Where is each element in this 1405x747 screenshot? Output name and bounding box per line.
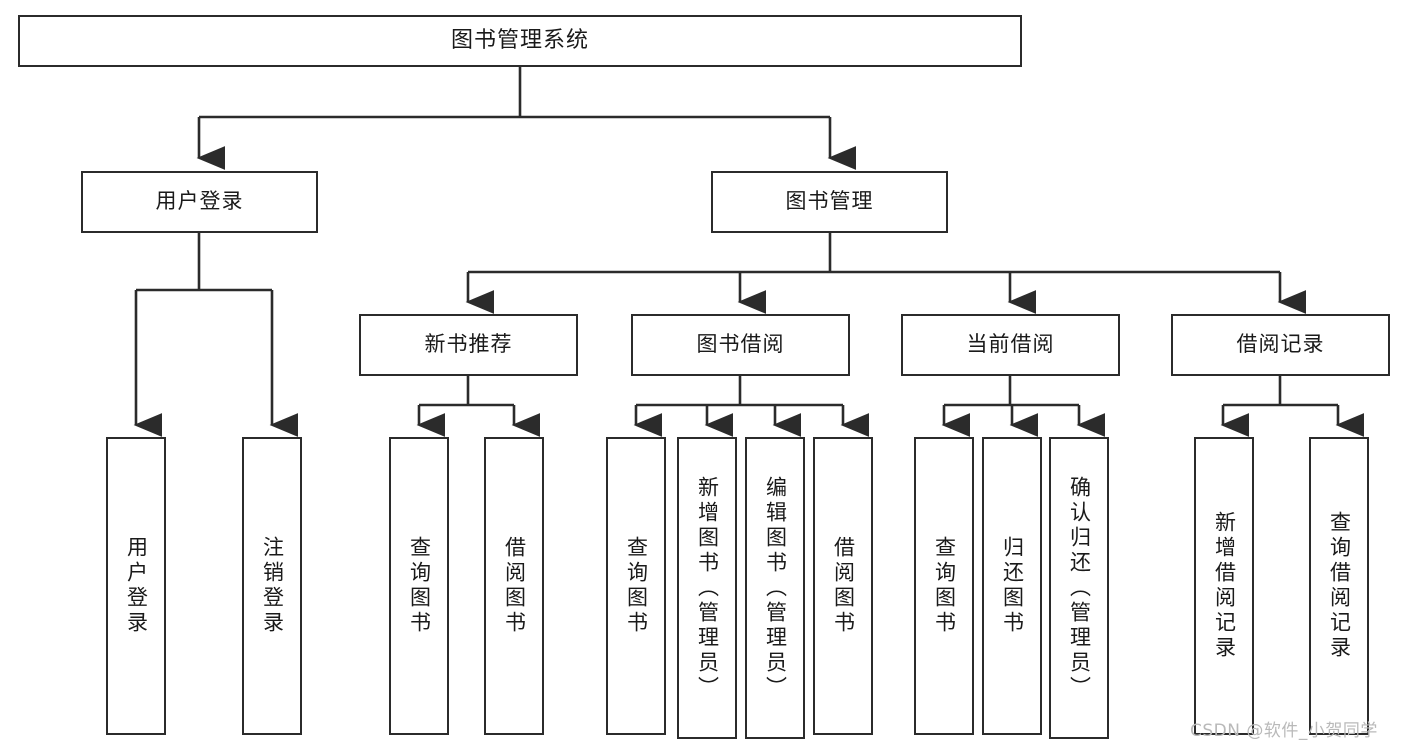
leaf-recommend-query-book-label: 查询图书 <box>407 536 432 636</box>
node-current-borrow-label: 当前借阅 <box>966 332 1055 357</box>
leaf-current-return-book[interactable]: 归还图书 <box>982 437 1042 735</box>
leaf-borrow-query-book[interactable]: 查询图书 <box>606 437 666 735</box>
leaf-current-return-book-label: 归还图书 <box>1000 536 1025 636</box>
node-book-management-label: 图书管理 <box>785 189 874 214</box>
node-borrow-record[interactable]: 借阅记录 <box>1171 314 1390 376</box>
node-root-label: 图书管理系统 <box>450 27 589 53</box>
leaf-current-query-book-label: 查询图书 <box>932 536 957 636</box>
leaf-record-query-record[interactable]: 查询借阅记录 <box>1309 437 1369 735</box>
leaf-record-query-record-label: 查询借阅记录 <box>1327 511 1352 661</box>
leaf-borrow-edit-book[interactable]: 编辑图书（管理员） <box>745 437 805 739</box>
leaf-record-add-record[interactable]: 新增借阅记录 <box>1194 437 1254 735</box>
leaf-borrow-add-book[interactable]: 新增图书（管理员） <box>677 437 737 739</box>
leaf-record-add-record-label: 新增借阅记录 <box>1212 511 1237 661</box>
leaf-recommend-borrow-book[interactable]: 借阅图书 <box>484 437 544 735</box>
node-borrow-record-label: 借阅记录 <box>1236 332 1325 357</box>
leaf-borrow-add-book-label: 新增图书（管理员） <box>695 475 720 701</box>
node-book-borrow-label: 图书借阅 <box>696 332 785 357</box>
leaf-recommend-borrow-book-label: 借阅图书 <box>502 536 527 636</box>
leaf-current-query-book[interactable]: 查询图书 <box>914 437 974 735</box>
leaf-current-confirm-return[interactable]: 确认归还（管理员） <box>1049 437 1109 739</box>
node-root[interactable]: 图书管理系统 <box>18 15 1022 67</box>
leaf-borrow-query-book-label: 查询图书 <box>624 536 649 636</box>
node-book-management[interactable]: 图书管理 <box>711 171 948 233</box>
leaf-borrow-borrow-book[interactable]: 借阅图书 <box>813 437 873 735</box>
leaf-current-confirm-return-label: 确认归还（管理员） <box>1067 475 1092 701</box>
node-user-login-label: 用户登录 <box>155 189 244 214</box>
leaf-borrow-edit-book-label: 编辑图书（管理员） <box>763 475 788 701</box>
node-new-book-recommend-label: 新书推荐 <box>424 332 513 357</box>
leaf-user-login-login-label: 用户登录 <box>124 536 149 636</box>
node-book-borrow[interactable]: 图书借阅 <box>631 314 850 376</box>
leaf-borrow-borrow-book-label: 借阅图书 <box>831 536 856 636</box>
leaf-user-login-login[interactable]: 用户登录 <box>106 437 166 735</box>
node-user-login[interactable]: 用户登录 <box>81 171 318 233</box>
leaf-user-login-logout-label: 注销登录 <box>260 536 285 636</box>
leaf-user-login-logout[interactable]: 注销登录 <box>242 437 302 735</box>
node-current-borrow[interactable]: 当前借阅 <box>901 314 1120 376</box>
leaf-recommend-query-book[interactable]: 查询图书 <box>389 437 449 735</box>
watermark: CSDN @软件_小贺同学 <box>1190 721 1378 741</box>
node-new-book-recommend[interactable]: 新书推荐 <box>359 314 578 376</box>
